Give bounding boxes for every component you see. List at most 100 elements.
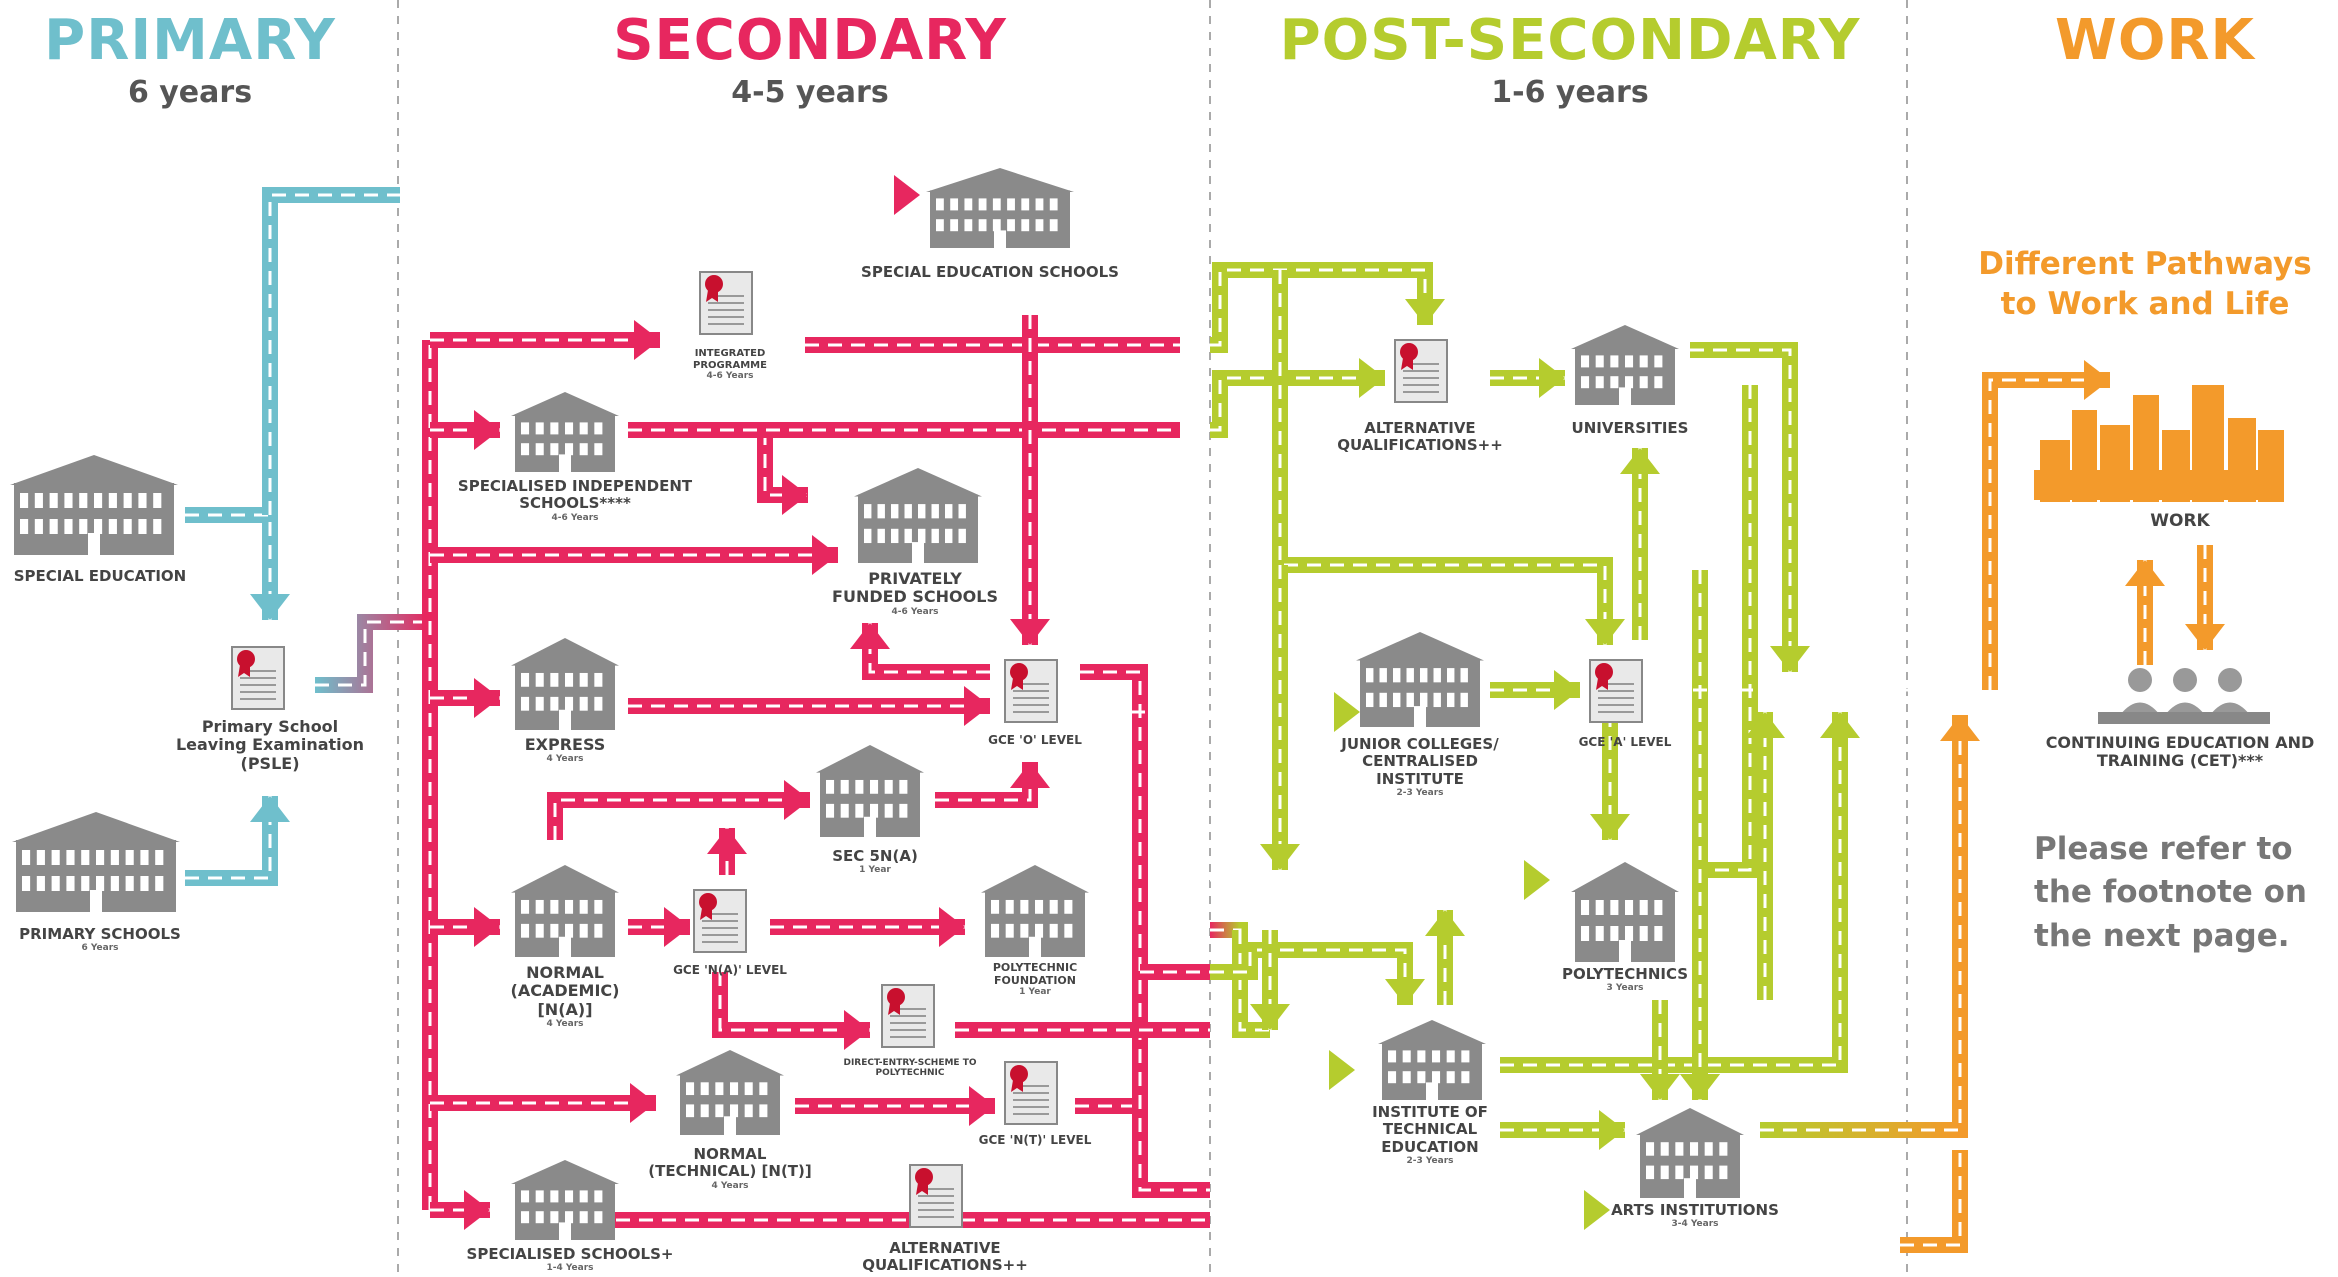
arrowhead xyxy=(1584,1190,1610,1230)
node-duration: 4-6 Years xyxy=(891,606,939,617)
node-gce-a-level: GCE 'A' LEVEL xyxy=(1555,735,1695,750)
arrowhead xyxy=(894,175,920,215)
arts-institutions-building-icon xyxy=(1636,1108,1744,1198)
node-alt-qual-secondary: ALTERNATIVE QUALIFICATIONS++ xyxy=(850,1239,1040,1275)
node-normal-academic: NORMAL (ACADEMIC) [N(A)]4 Years xyxy=(505,963,625,1030)
direct-entry-certificate-icon xyxy=(881,984,935,1048)
special-education-building-icon xyxy=(10,455,178,555)
pathway-centre-dash xyxy=(628,428,808,497)
psle-to-special-schools xyxy=(262,187,400,515)
pathway-centre-dash xyxy=(1900,1150,1962,1247)
pathway-centre-dash xyxy=(1210,376,1385,432)
arrowhead xyxy=(474,907,500,947)
pathway-centre-dash xyxy=(1278,270,1607,645)
gce-na-level-certificate-icon xyxy=(693,889,747,953)
pathway-centre-dash xyxy=(185,513,272,620)
polytechnic-foundation-school-icon xyxy=(981,865,1089,957)
arrowhead xyxy=(1539,358,1565,398)
arrowhead xyxy=(1554,670,1580,710)
arrowhead xyxy=(969,1086,995,1126)
arrowhead xyxy=(1334,692,1360,732)
node-label: Primary School Leaving Examination (PSLE… xyxy=(175,717,365,773)
node-label: UNIVERSITIES xyxy=(1571,419,1689,437)
node-duration: 4 Years xyxy=(711,1180,749,1191)
node-label: INTEGRATED PROGRAMME xyxy=(693,348,767,371)
pathway-line xyxy=(1900,1150,1968,1253)
normal-technical-school-icon xyxy=(676,1050,784,1135)
node-duration: 4-6 Years xyxy=(706,371,754,381)
arrowhead xyxy=(630,1083,656,1123)
arrowhead xyxy=(1524,860,1550,900)
node-label: JUNIOR COLLEGES/ CENTRALISED INSTITUTE xyxy=(1341,735,1499,788)
arrowhead xyxy=(1359,358,1385,398)
integrated-programme-certificate-icon xyxy=(699,271,753,335)
node-sec-5na: SEC 5N(A)1 Year xyxy=(800,847,950,876)
gce-a-level-certificate-icon xyxy=(1589,659,1643,723)
node-label: GCE 'N(T)' LEVEL xyxy=(978,1133,1092,1147)
specialised-schools-icon xyxy=(511,1160,619,1240)
specialised-independent-schools-icon xyxy=(511,392,619,472)
node-label: GCE 'N(A)' LEVEL xyxy=(673,963,787,977)
polytechnics-building-icon xyxy=(1571,862,1679,962)
node-gce-na-level: GCE 'N(A)' LEVEL xyxy=(650,963,810,978)
node-cet: CONTINUING EDUCATION AND TRAINING (CET)*… xyxy=(2040,733,2320,771)
arrowhead xyxy=(1590,814,1630,840)
alt-qual-post-certificate-icon xyxy=(1394,339,1448,403)
pathway-centre-dash xyxy=(718,972,870,1032)
normal-academic-school-icon xyxy=(511,865,619,957)
node-specialised-independent-schools: SPECIALISED INDEPENDENT SCHOOLS****4-6 Y… xyxy=(430,477,720,523)
node-label: PRIMARY SCHOOLS xyxy=(19,925,181,943)
node-label: SPECIALISED SCHOOLS+ xyxy=(466,1245,674,1263)
arrowhead xyxy=(250,796,290,822)
arrowhead xyxy=(2185,624,2225,650)
arrowhead xyxy=(812,535,838,575)
gce-o-level-certificate-icon xyxy=(1004,659,1058,723)
pathway-arrows xyxy=(185,175,2225,1253)
arrowhead xyxy=(1940,715,1980,741)
footnote-text: Please refer to the footnote on the next… xyxy=(2034,831,2307,954)
pathway-centre-dash xyxy=(268,193,400,515)
arrowhead xyxy=(1385,979,1425,1005)
primary-schools-to-psle xyxy=(185,796,278,886)
node-label: INSTITUTE OF TECHNICAL EDUCATION xyxy=(1372,1103,1488,1156)
arrowhead xyxy=(707,828,747,854)
node-label: GCE 'A' LEVEL xyxy=(1578,735,1672,749)
node-normal-technical: NORMAL (TECHNICAL) [N(T)]4 Years xyxy=(640,1145,820,1191)
node-label: EXPRESS xyxy=(524,735,606,754)
arrowhead xyxy=(464,1190,490,1230)
column-primary-title: PRIMARY xyxy=(44,8,336,73)
node-label: ALTERNATIVE QUALIFICATIONS++ xyxy=(862,1239,1028,1275)
arrowhead xyxy=(1745,712,1785,738)
ite-building-icon xyxy=(1378,1020,1486,1100)
node-direct-entry-scheme: DIRECT-ENTRY-SCHEME TO POLYTECHNIC xyxy=(840,1058,980,1079)
node-special-education-schools: SPECIAL EDUCATION SCHOOLS xyxy=(840,263,1140,281)
arrowhead xyxy=(1250,1004,1290,1030)
arrowhead xyxy=(1770,646,1810,672)
arrowhead xyxy=(250,594,290,620)
arrowhead xyxy=(1620,448,1660,474)
column-primary-duration: 6 years xyxy=(127,75,253,110)
arrowhead xyxy=(964,686,990,726)
node-duration: 3 Years xyxy=(1606,983,1644,994)
arrowhead xyxy=(1260,844,1300,870)
node-duration: 4-6 Years xyxy=(551,512,599,523)
node-universities: UNIVERSITIES xyxy=(1560,419,1700,437)
column-primary: PRIMARY 6 years xyxy=(20,8,360,110)
node-label: DIRECT-ENTRY-SCHEME TO POLYTECHNIC xyxy=(843,1058,977,1079)
node-label: SPECIAL EDUCATION SCHOOLS xyxy=(861,263,1119,281)
arrowhead xyxy=(850,623,890,649)
node-psle: Primary School Leaving Examination (PSLE… xyxy=(170,717,370,773)
column-post-secondary: POST-SECONDARY 1-6 years xyxy=(1270,8,1870,110)
arrowhead xyxy=(634,320,660,360)
node-specialised-schools: SPECIALISED SCHOOLS+1-4 Years xyxy=(460,1245,680,1274)
pathway-centre-dash xyxy=(185,796,272,880)
pathway-centre-dash xyxy=(1690,348,1792,672)
psle-to-secondary xyxy=(315,614,430,693)
pathway-line xyxy=(547,792,810,840)
column-secondary: SECONDARY 4-5 years xyxy=(560,8,1060,110)
column-work: WORK xyxy=(2000,8,2310,73)
